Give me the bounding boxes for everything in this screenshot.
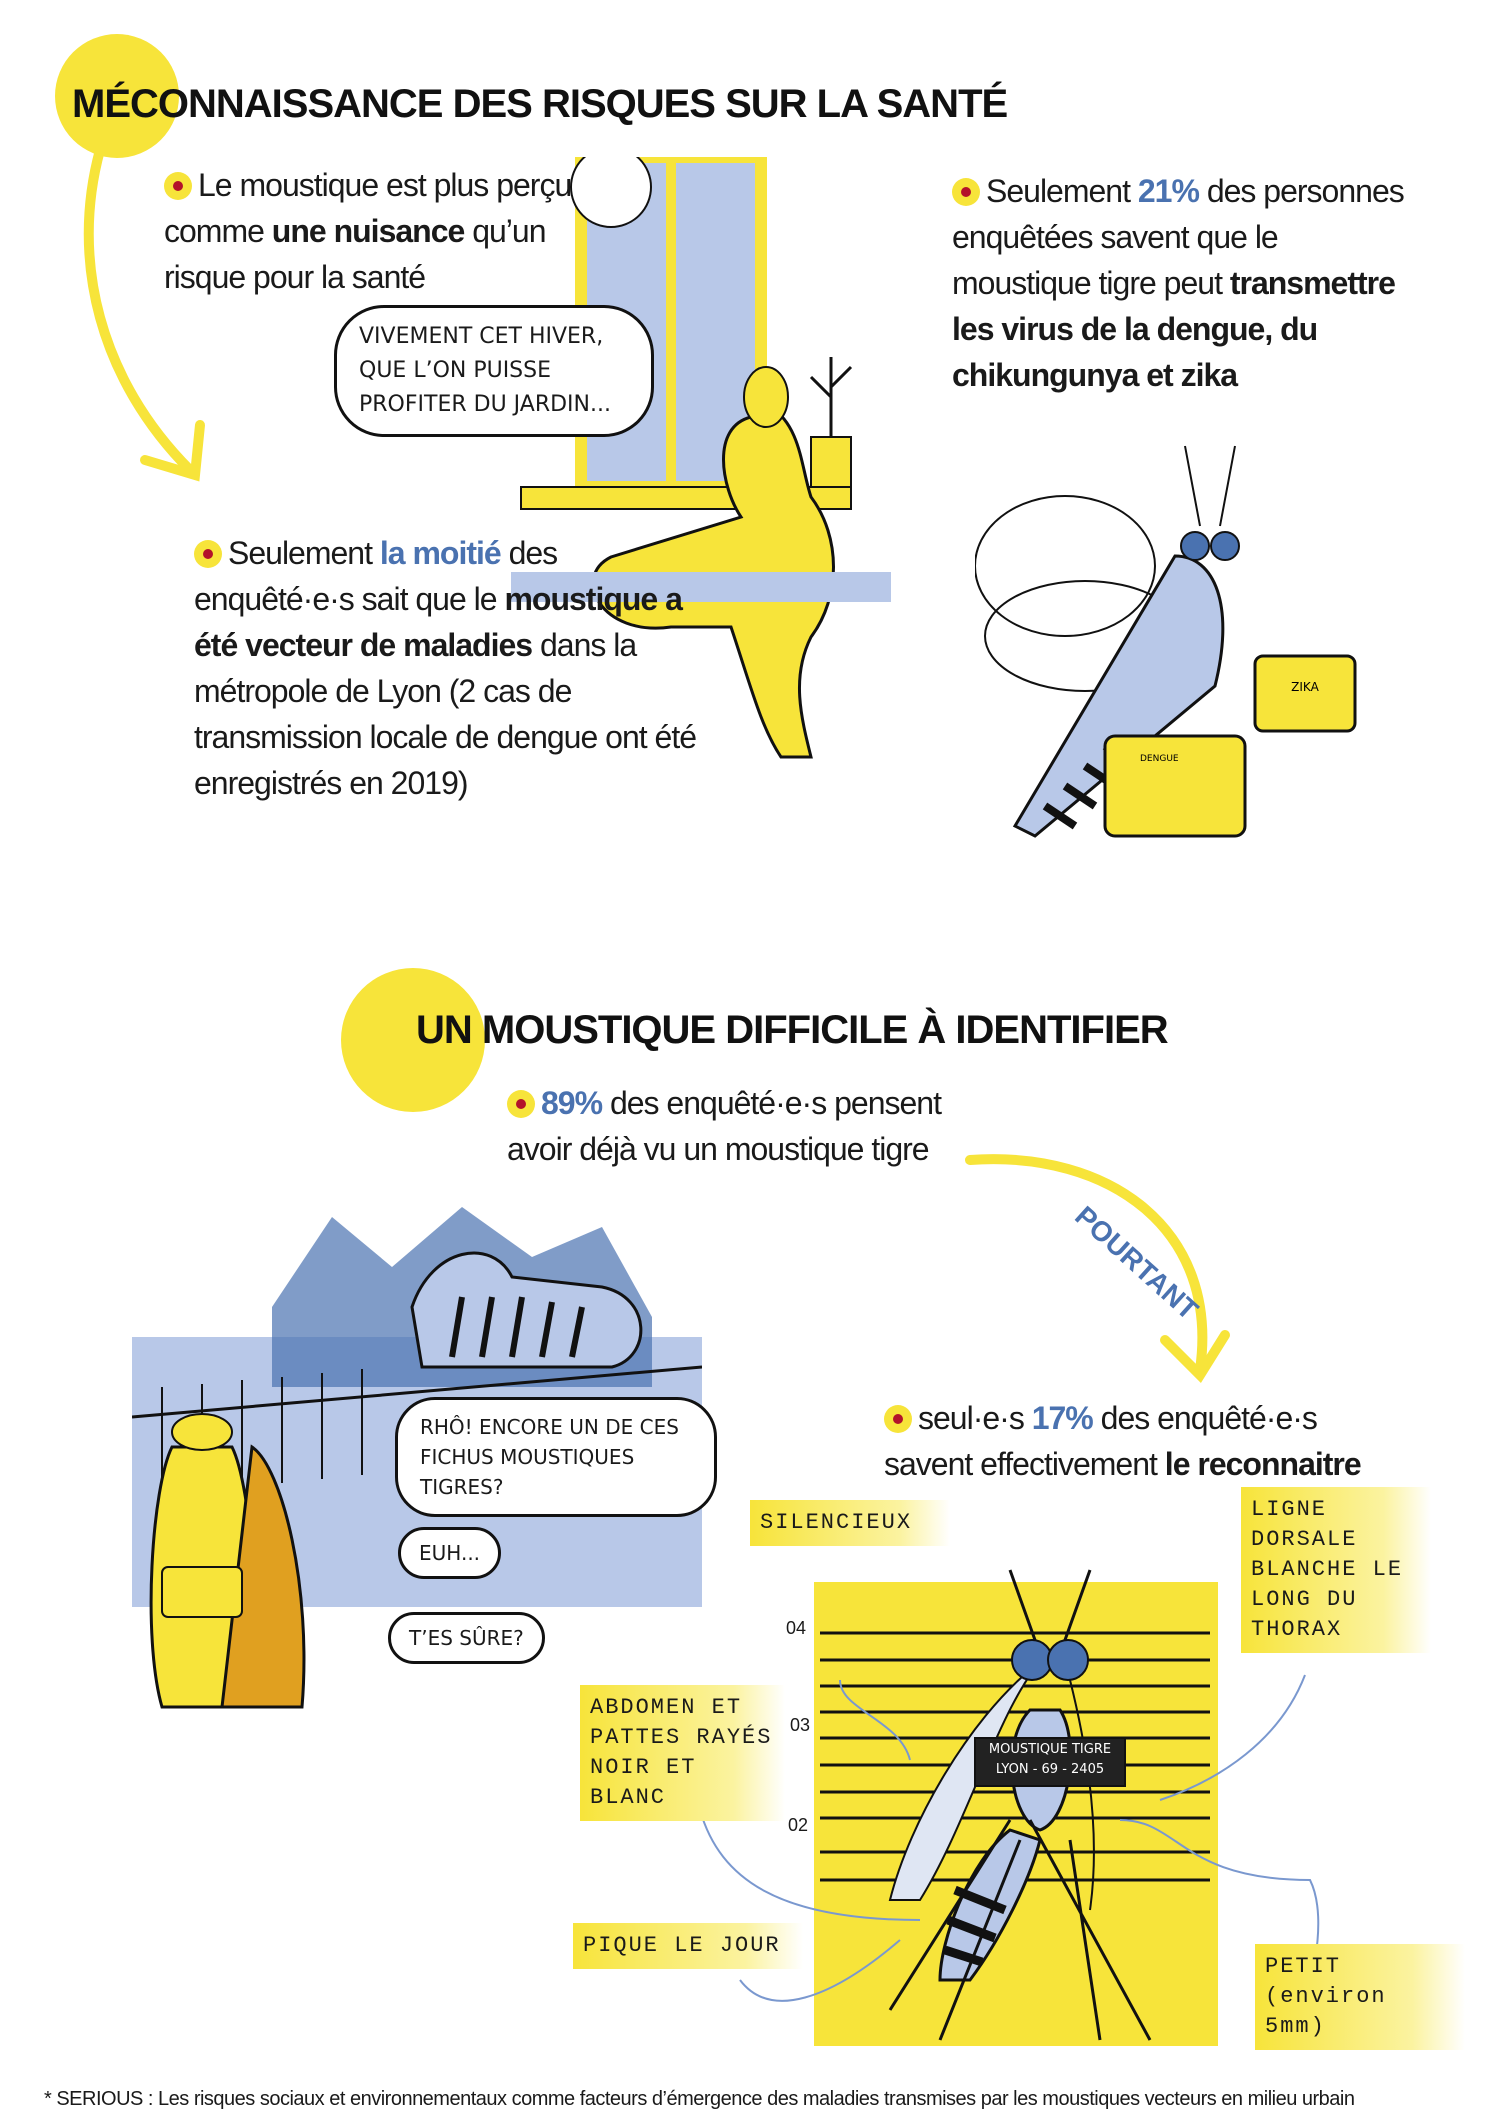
stat-half: Seulement la moitié des enquêté·e·s sait… xyxy=(194,535,697,801)
speech-bubble-tigers: RHÔ! ENCORE UN DE CES FICHUS MOUSTIQUES … xyxy=(395,1397,717,1517)
stat-17-percent: seul·e·s 17% des enquêté·e·s savent effe… xyxy=(884,1400,1362,1482)
traveling-mosquito-illustration: ZIKA DENGUE xyxy=(975,445,1357,838)
height-mark-03: 03 xyxy=(790,1715,811,1735)
label-small: PETIT (environ 5mm) xyxy=(1255,1944,1465,2050)
label-day-bite: PIQUE LE JOUR xyxy=(573,1923,803,1969)
section1-title: MÉCONNAISSANCE DES RISQUES SUR LA SANTÉ xyxy=(72,82,1008,126)
pointer-arrows xyxy=(699,1674,1320,2002)
pourtant-arrow-icon xyxy=(965,1154,1230,1383)
title-circle-decoration xyxy=(341,968,485,1112)
speech-bubble-euh: EUH... xyxy=(398,1527,502,1579)
speech-text: EUH... xyxy=(419,1541,481,1565)
bullet-icon xyxy=(952,178,980,206)
label-dorsal-line: LIGNE DORSALE BLANCHE LE LONG DU THORAX xyxy=(1241,1487,1431,1653)
height-mark-04: 04 xyxy=(786,1618,807,1638)
label-silent: SILENCIEUX xyxy=(750,1500,950,1546)
label-text: ABDOMEN ET PATTES RAYÉS NOIR ET BLANC xyxy=(590,1695,773,1810)
speech-text: VIVEMENT CET HIVER, QUE L’ON PUISSE PROF… xyxy=(359,324,611,417)
title-circle-decoration xyxy=(55,34,179,158)
bullet-icon xyxy=(194,540,222,568)
bullet-icon xyxy=(884,1405,912,1433)
suitcase-tag-dengue: DENGUE xyxy=(1140,754,1179,764)
stat-21-percent: Seulement 21% des personnes enquêtées sa… xyxy=(952,173,1405,393)
stat-89-percent: 89% des enquêté·e·s pensent avoir déjà v… xyxy=(507,1085,942,1167)
speech-text: T’ES SÛRE? xyxy=(409,1626,524,1650)
label-abdomen: ABDOMEN ET PATTES RAYÉS NOIR ET BLANC xyxy=(580,1685,785,1821)
footnote: * SERIOUS : Les risques sociaux et envir… xyxy=(44,2088,1355,2110)
speech-bubble-garden: VIVEMENT CET HIVER, QUE L’ON PUISSE PROF… xyxy=(334,305,654,437)
label-text: LIGNE DORSALE BLANCHE LE LONG DU THORAX xyxy=(1251,1497,1404,1642)
mosquito-lineup-illustration xyxy=(820,1569,1210,2041)
mugshot-sign: MOUSTIQUE TIGRE LYON - 69 - 2405 xyxy=(988,1742,1112,1777)
speech-text: RHÔ! ENCORE UN DE CES FICHUS MOUSTIQUES … xyxy=(420,1415,679,1499)
suitcase-tag-zika: ZIKA xyxy=(1291,680,1319,694)
label-text: PETIT (environ 5mm) xyxy=(1265,1954,1387,2039)
bullet-icon xyxy=(164,172,192,200)
section2-title: UN MOUSTIQUE DIFFICILE À IDENTIFIER xyxy=(416,1008,1169,1052)
speech-bubble-sure: T’ES SÛRE? xyxy=(388,1612,545,1664)
height-mark-02: 02 xyxy=(788,1815,809,1835)
stat-nuisance: Le moustique est plus perçu comme une nu… xyxy=(164,167,572,295)
curved-arrow-icon xyxy=(83,145,205,482)
bullet-icon xyxy=(507,1090,535,1118)
